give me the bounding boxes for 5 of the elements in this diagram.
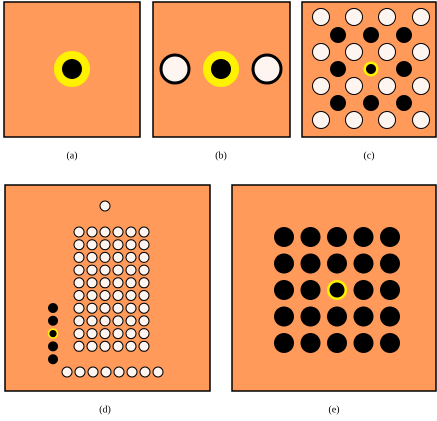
panel-label: (a) — [66, 151, 78, 161]
panel-label: (e) — [328, 405, 340, 415]
panel-label: (c) — [364, 151, 374, 161]
panel-label: (d) — [100, 405, 110, 415]
panel-label: (b) — [216, 151, 226, 161]
